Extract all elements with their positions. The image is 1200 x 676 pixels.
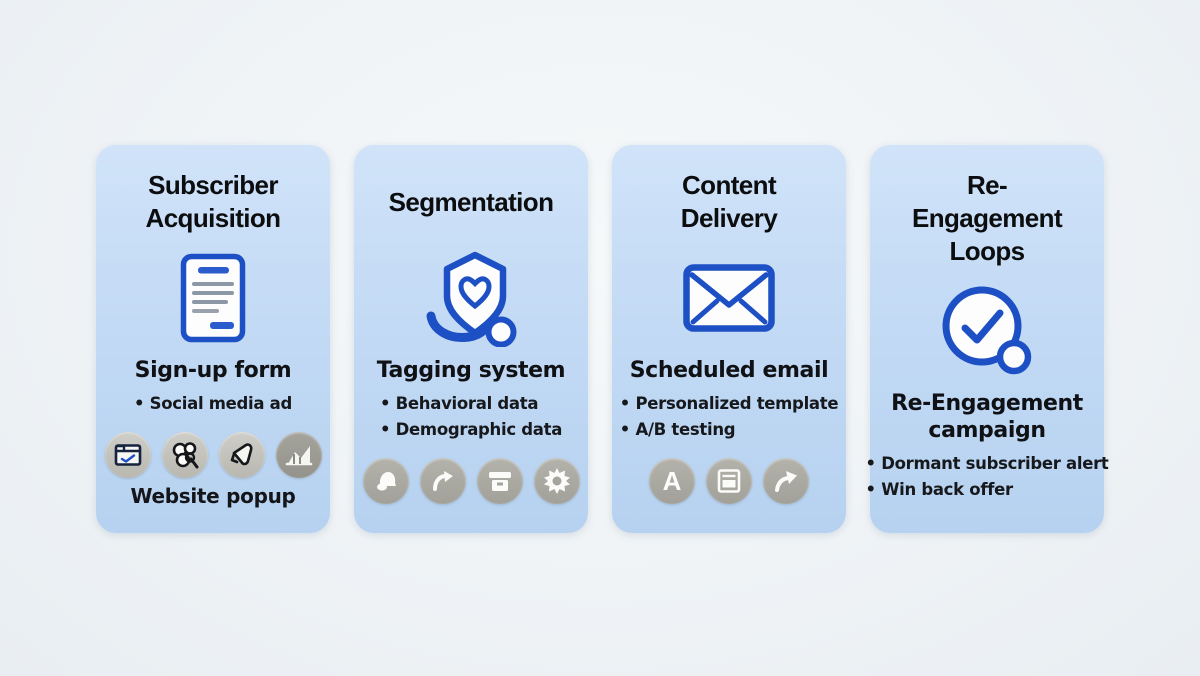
card-title: Re-Engagement Loops [911,170,1063,266]
card-content-delivery: Content Delivery Scheduled email Persona… [612,145,846,533]
archive-box-icon [476,458,523,504]
audience-search-icon [161,432,208,478]
bullet-item: Personalized template [620,391,838,417]
megaphone-icon [218,432,265,478]
shield-heart-hand-icon [422,247,520,349]
template-doc-icon [706,458,752,504]
card-title: Content Delivery [680,170,778,233]
bullet-item: Demographic data [380,417,563,443]
bullet-item: Win back offer [865,477,1108,503]
bullet-list: Dormant subscriber alert Win back offer [865,451,1109,503]
check-circle-loop-icon [937,280,1037,382]
bullet-item: Behavioral data [380,391,562,417]
email-envelope-icon [683,247,775,349]
bullet-list: Social media ad [134,391,293,417]
mini-icon-row [104,432,322,478]
letter-a-icon: A [649,458,695,504]
card-subtitle: Tagging system [376,358,566,383]
card-segmentation: Segmentation Tagging system Behavioral d… [354,145,588,533]
bullet-list: Personalized template A/B testing [620,391,838,443]
browser-window-check-icon [104,432,151,478]
bullet-list: Behavioral data Demographic data [380,391,563,443]
bullet-item: Social media ad [134,391,293,417]
analytics-chart-icon [275,432,322,478]
mini-icon-row: A [649,458,809,504]
card-subtitle: Scheduled email [629,358,829,383]
signup-form-document-icon [180,247,246,349]
bullet-item: A/B testing [620,417,838,443]
card-title: Subscriber Acquisition [145,170,282,233]
bullet-item: Dormant subscriber alert [865,451,1109,477]
card-title: Segmentation [388,186,554,217]
gear-burst-icon [533,458,580,504]
card-subtitle: Sign-up form [134,358,292,383]
card-re-engagement-loops: Re-Engagement Loops Re-Engagement campai… [870,145,1109,533]
card-subtitle: Re-Engagement campaign [891,391,1083,443]
card-subscriber-acquisition: Subscriber Acquisition Sign-up form Soci… [96,145,330,533]
mini-icon-row [362,458,580,504]
bell-tag-icon [362,458,409,504]
curved-arrow-icon [419,458,466,504]
arrow-up-right-icon [763,458,809,504]
card-footer-label: Website popup [130,484,296,508]
workflow-cards-row: Subscriber Acquisition Sign-up form Soci… [96,145,1109,533]
